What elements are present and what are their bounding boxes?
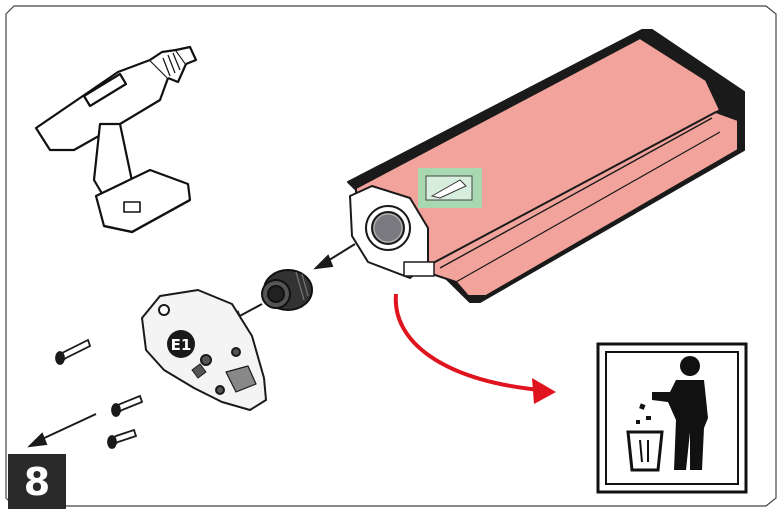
- trash-disposal-icon: [596, 342, 748, 494]
- drill-icon: [34, 45, 198, 234]
- screw-icon: [107, 428, 138, 449]
- bracket-label-badge: E1: [167, 330, 195, 358]
- frame-border: [5, 5, 777, 507]
- screw-icon: [111, 394, 144, 417]
- step-number-badge: 8: [8, 454, 66, 509]
- arrow-screws-out: [27, 413, 97, 448]
- dispose-arrow: [393, 293, 556, 404]
- end-cap-icon: [261, 269, 313, 311]
- screw-icon: [55, 338, 92, 365]
- arrow-roller-to-cap: [313, 243, 356, 270]
- roller-label-icon: [418, 168, 482, 208]
- gear-bracket-icon: [141, 289, 267, 411]
- bracket-label-text: E1: [171, 336, 192, 354]
- fuser-roller-icon: [347, 29, 745, 303]
